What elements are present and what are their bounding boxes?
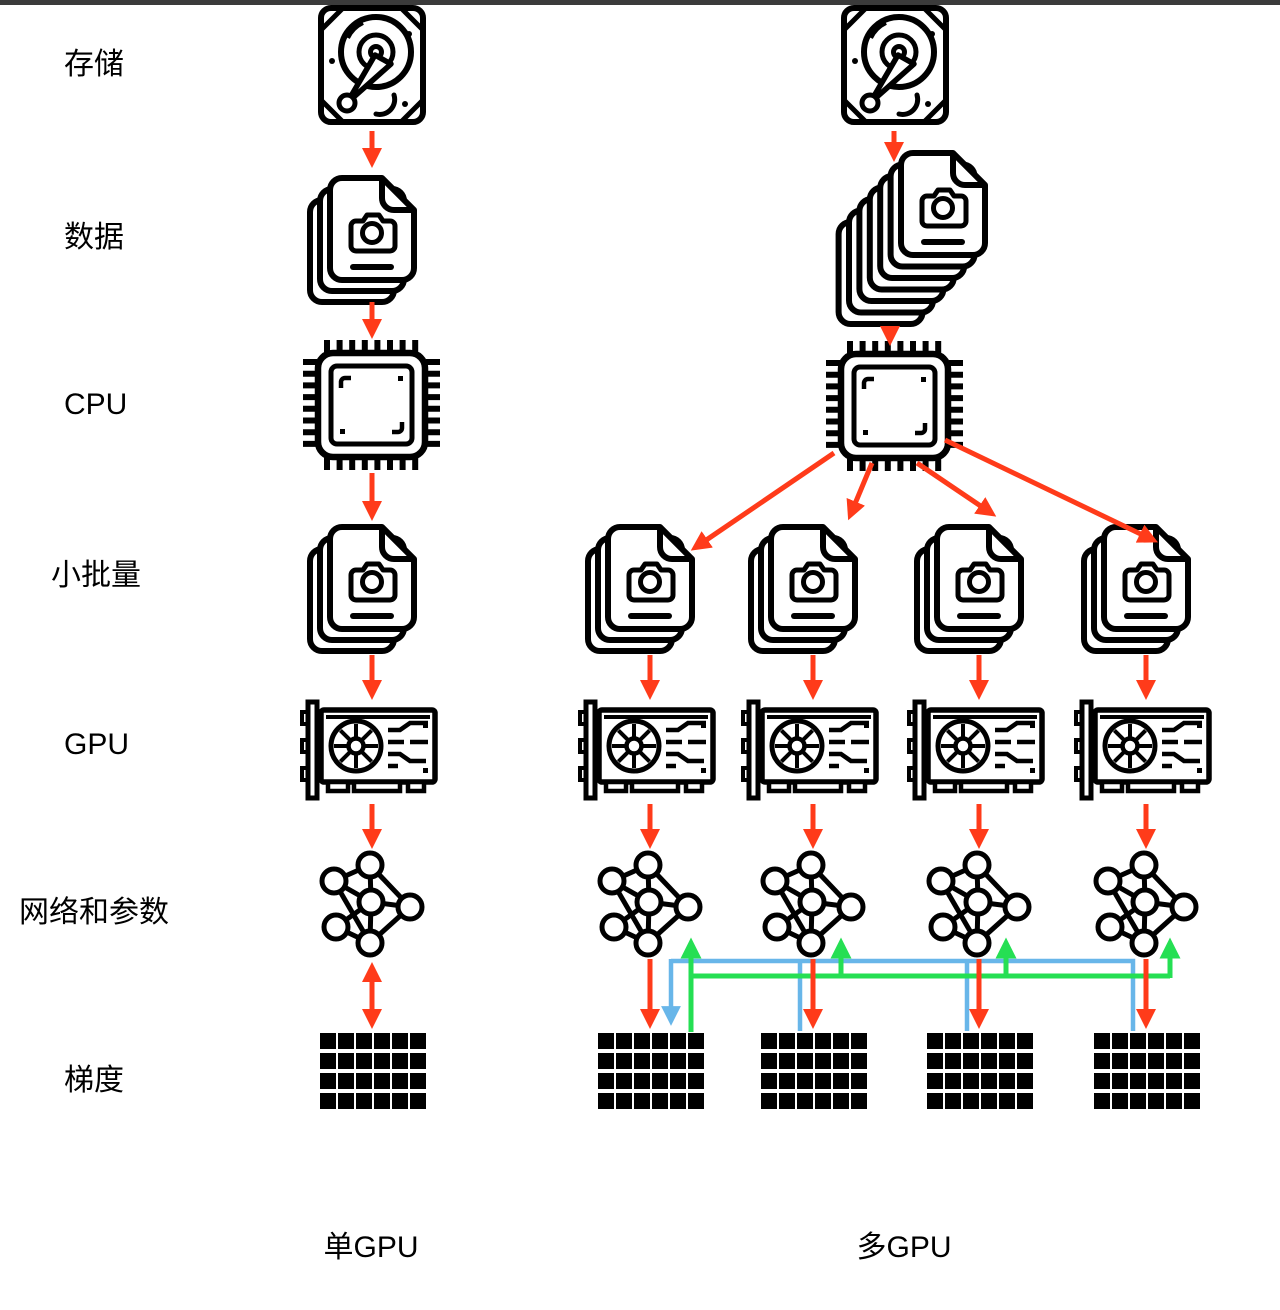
column-label-single-gpu: 单GPU [323, 1231, 419, 1264]
neural-network-icon [600, 853, 700, 955]
single-gpu-column [302, 8, 435, 1101]
row-label-gpu: GPU [64, 728, 130, 761]
multi-gpu-column [580, 8, 1209, 1101]
photo-stack-icon [588, 527, 692, 651]
photo-stack-icon [310, 178, 414, 302]
cpu-chip-icon [310, 347, 433, 463]
row-label-cpu: CPU [64, 388, 128, 421]
gpu-card-icon [1076, 702, 1209, 798]
row-label-data: 数据 [64, 221, 124, 254]
gradient-gather-lines [661, 958, 1136, 1031]
gpu-card-icon [743, 702, 876, 798]
neural-network-icon [929, 853, 1029, 955]
photo-stack-icon [917, 527, 1021, 651]
gradient-grid-icon [320, 1041, 426, 1101]
hard-drive-icon [844, 8, 946, 122]
top-border-bar [0, 0, 1280, 5]
photo-stack-icon [751, 527, 855, 651]
neural-network-icon [763, 853, 863, 955]
column-label-multi-gpu: 多GPU [856, 1231, 952, 1264]
gradient-grid-icon [598, 1041, 704, 1101]
neural-network-icon [1096, 853, 1196, 955]
gradient-grid-icon [927, 1041, 1033, 1101]
gradient-grid-icon [761, 1041, 867, 1101]
photo-stack-icon [839, 153, 985, 324]
flow-arrows [362, 131, 1159, 1029]
gpu-card-icon [580, 702, 713, 798]
gradient-grid-icon [1094, 1041, 1200, 1101]
parameter-broadcast-lines [680, 937, 1181, 1032]
gpu-card-icon [909, 702, 1042, 798]
photo-stack-icon [1084, 527, 1188, 651]
hard-drive-icon [321, 8, 423, 122]
row-label-storage: 存储 [64, 48, 124, 81]
cpu-chip-icon [833, 348, 956, 464]
row-label-minibatch: 小批量 [51, 559, 141, 592]
photo-stack-icon [310, 527, 414, 651]
gpu-card-icon [302, 702, 435, 798]
row-label-gradient: 梯度 [64, 1064, 124, 1097]
neural-network-icon [322, 853, 422, 955]
row-label-network-params: 网络和参数 [19, 896, 169, 929]
